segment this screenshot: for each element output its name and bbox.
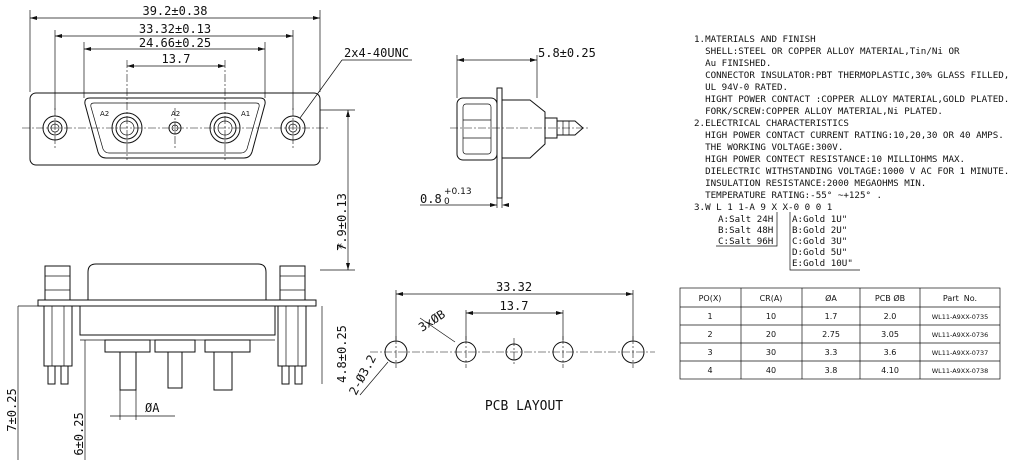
side-flange [496, 87, 503, 199]
note-line-5: UL 94V-0 RATED. [694, 82, 788, 93]
front-view: A2 A2 A1 39.2±0.38 33.32±0.13 24.66±0.25… [22, 4, 412, 271]
part-code: 3.W L 1 1-A 9 X X-0 0 0 1 [694, 202, 832, 213]
salt-option-b: B:Salt 48H [718, 225, 773, 236]
salt-option-a: A:Salt 24H [718, 214, 773, 225]
dim-shell-width: 24.66±0.25 [139, 36, 211, 50]
note-line-8: 2.ELECTRICAL CHARACTERISTICS [694, 118, 849, 129]
note-line-1: 1.MATERIALS AND FINISH [694, 34, 816, 45]
gold-option-c: C:Gold 3U" [792, 236, 847, 247]
table-header-part-no: Part No. [943, 294, 977, 303]
bottom-flange [37, 299, 317, 307]
dim-pin-length: 7±0.25 [5, 388, 19, 431]
pcb-dim-mount-holes: 2-Ø3.2 [346, 353, 379, 398]
pin-left [119, 351, 137, 391]
flange-outline [29, 92, 321, 166]
note-line-4: CONNECTOR INSULATOR:PBT THERMOPLASTIC,30… [694, 70, 1009, 81]
table-cell: WL11-A9XX-0735 [932, 313, 989, 321]
side-view: 5.8±0.25 0.8 +0.13 0 [420, 46, 596, 208]
gold-option-a: A:Gold 1U" [792, 214, 847, 225]
gold-option-d: D:Gold 5U" [792, 247, 847, 258]
table-cell: WL11-A9XX-0738 [932, 367, 989, 375]
dim-height: 7.9±0.13 [335, 193, 349, 251]
table-cell: 1.7 [825, 312, 838, 321]
note-line-7: FORK/SCREW:COPPER ALLOY MATERIAL,Ni PLAT… [694, 106, 943, 117]
pcb-layout: 33.32 13.7 3xØB 2-Ø3.2 PCB LAYOUT [346, 280, 655, 414]
dim-contact-pitch: 13.7 [162, 52, 191, 66]
table-header-po: PO(X) [699, 294, 722, 303]
side-rear [501, 99, 546, 159]
table-cell: 2.75 [822, 330, 840, 339]
note-line-11: HIGH POWER CONTECT RESISTANCE:10 MILLIOH… [694, 154, 965, 165]
note-line-2: SHELL:STEEL OR COPPER ALLOY MATERIAL,Tin… [694, 46, 960, 57]
contact-label-a1-right: A1 [241, 110, 250, 118]
table-cell: 2 [707, 330, 712, 339]
table-cell: 4 [707, 366, 712, 375]
note-line-14: TEMPERATURE RATING:-55° ~+125° . [694, 190, 882, 201]
contact-label-a2-left: A2 [100, 110, 109, 118]
table-cell: 40 [766, 366, 776, 375]
pin-right [213, 351, 233, 391]
table-cell: 3.6 [884, 348, 897, 357]
pcb-dim-width: 33.32 [496, 280, 532, 294]
shell-outline [84, 97, 266, 159]
dim-pin-height: 4.8±0.25 [335, 325, 349, 383]
table-cell: 10 [766, 312, 776, 321]
table-cell: 3.8 [825, 366, 838, 375]
contact-label-a2-center: A2 [171, 110, 180, 118]
svg-text:0: 0 [444, 197, 450, 207]
table-header-diameter-a: ØA [825, 293, 837, 303]
gold-option-b: B:Gold 2U" [792, 225, 847, 236]
bottom-shell [87, 263, 267, 300]
screw-right [279, 265, 306, 301]
pcb-dim-pin-holes: 3xØB [416, 307, 448, 334]
table-cell: WL11-A9XX-0737 [932, 349, 989, 357]
insulator-outline [90, 102, 260, 154]
table-cell: WL11-A9XX-0736 [932, 331, 989, 339]
side-pin [556, 120, 584, 136]
bottom-view: ØA 7±0.25 6±0.25 4.8±0.25 [5, 263, 349, 460]
note-line-6: HIGHT POWER CONTACT :COPPER ALLOY MATERI… [694, 94, 1009, 105]
dim-overall-width: 39.2±0.38 [142, 4, 207, 18]
dim-pin-length-short: 6±0.25 [72, 412, 86, 455]
table-header-cr: CR(A) [760, 294, 783, 303]
gold-option-e: E:Gold 10U" [792, 258, 853, 269]
notes-block: 1.MATERIALS AND FINISH SHELL:STEEL OR CO… [694, 34, 1009, 271]
note-line-13: INSULATION RESISTANCE:2000 MEGAOHMS MIN. [694, 178, 926, 189]
spec-table: PO(X) CR(A) ØA PCB ØB Part No. 1 10 1.7 … [679, 287, 1001, 380]
note-line-9: HIGH POWER CONTACT CURRENT RATING:10,20,… [694, 130, 1004, 141]
dim-mount-pitch: 33.32±0.13 [139, 22, 211, 36]
table-cell: 30 [766, 348, 776, 357]
table-cell: 4.10 [881, 366, 899, 375]
screw-left [44, 265, 71, 301]
salt-option-c: C:Salt 96H [718, 236, 773, 247]
table-header-pcb-b: PCB ØB [875, 293, 905, 303]
svg-text:+0.13: +0.13 [444, 187, 472, 197]
table-cell: 3.3 [825, 348, 838, 357]
dim-side-depth: 5.8±0.25 [538, 46, 596, 60]
dim-flange-thickness: 0.8 [420, 192, 442, 206]
note-line-3: Au FINISHED. [694, 58, 771, 69]
pcb-layout-title: PCB LAYOUT [485, 399, 563, 414]
table-cell: 3 [707, 348, 712, 357]
table-cell: 3.05 [881, 330, 899, 339]
note-line-12: DIELECTRIC WITHSTANDING VOLTAGE:1000 V A… [694, 166, 1009, 177]
table-cell: 2.0 [884, 312, 897, 321]
dim-pin-diameter: ØA [145, 401, 160, 415]
dim-mount-thread: 2x4-40UNC [344, 46, 409, 60]
note-line-10: THE WORKING VOLTAGE:300V. [694, 142, 843, 153]
pin-center [167, 351, 183, 389]
svg-text:*: * [335, 242, 349, 249]
pcb-dim-pitch: 13.7 [500, 299, 529, 313]
table-cell: 20 [766, 330, 776, 339]
table-cell: 1 [707, 312, 712, 321]
